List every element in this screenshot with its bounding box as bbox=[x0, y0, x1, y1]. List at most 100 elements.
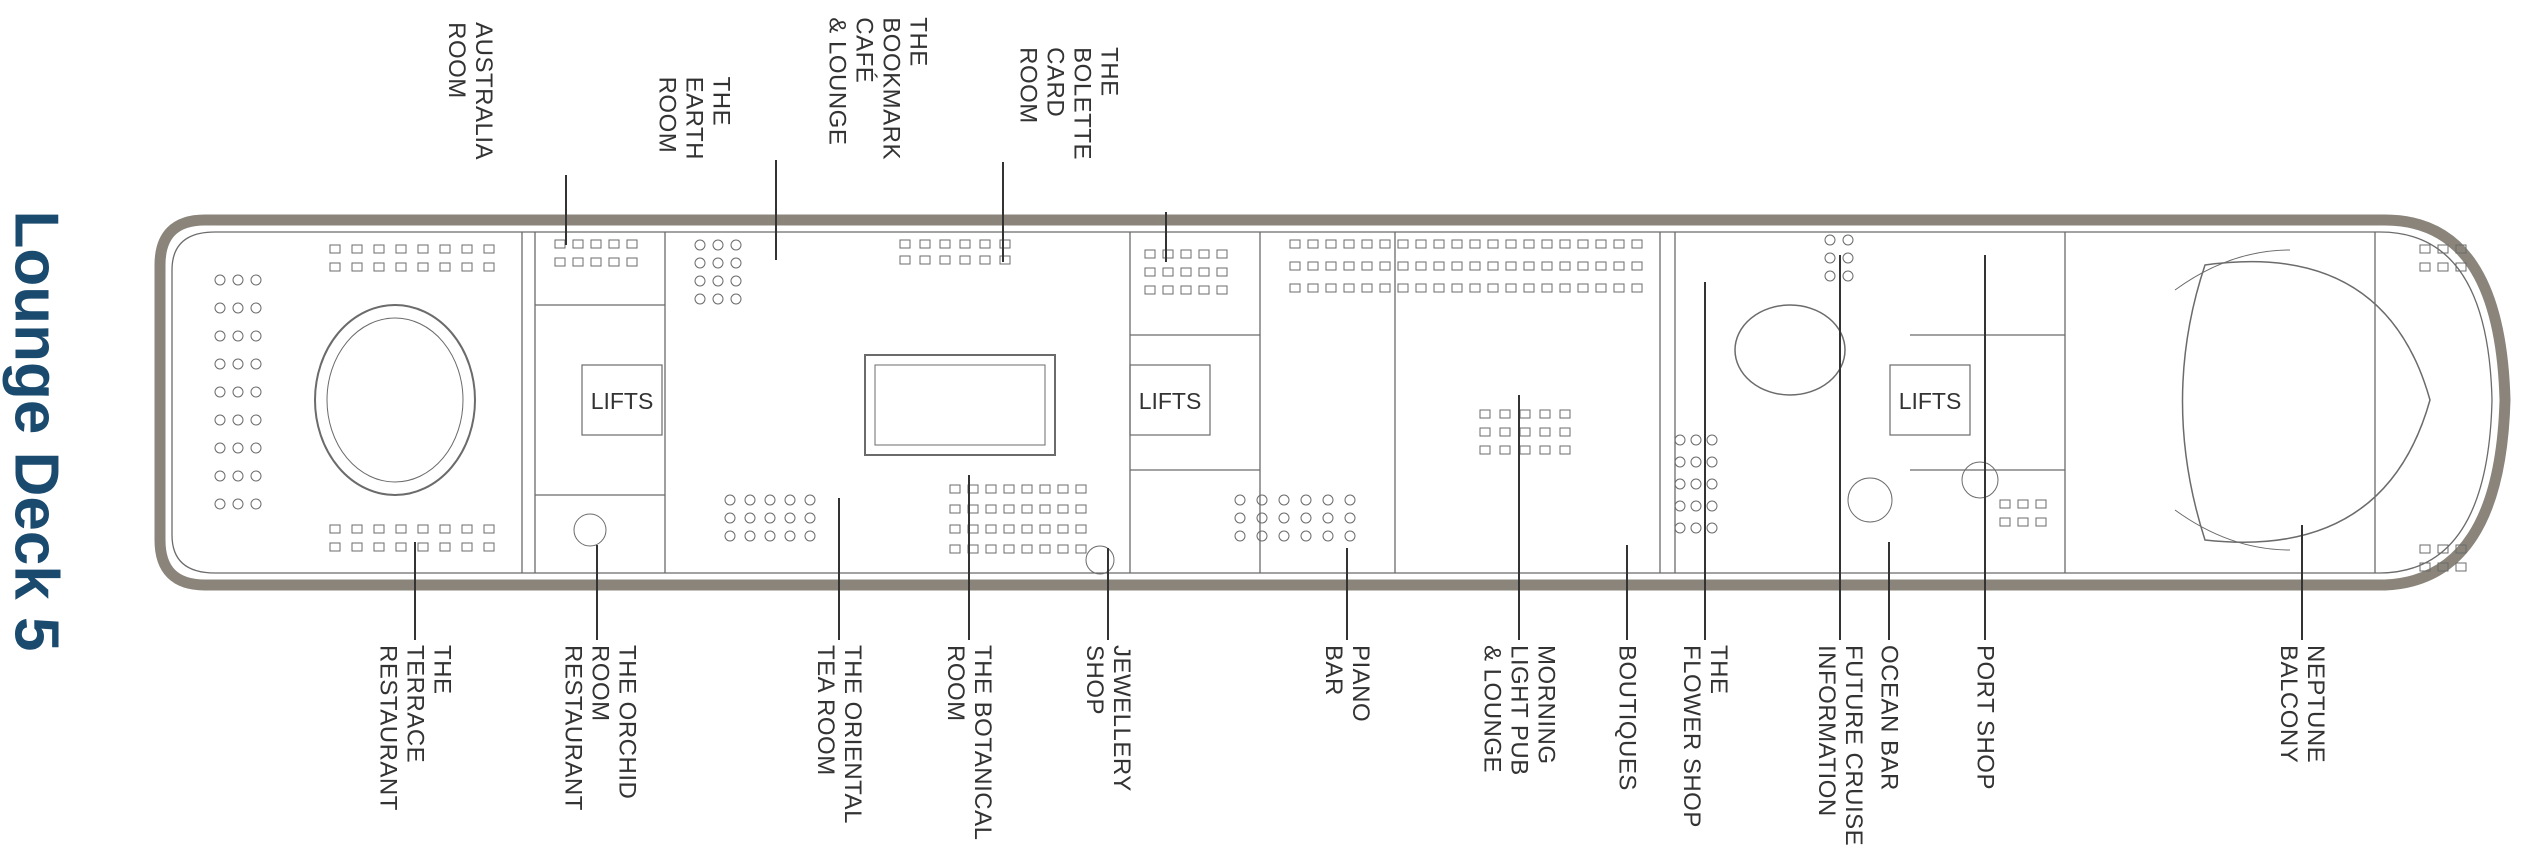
table bbox=[1289, 261, 1301, 271]
lifts-aft: LIFTS bbox=[1889, 364, 1971, 436]
label-boutiques-text: BOUTIQUES bbox=[1613, 645, 1641, 791]
table bbox=[1451, 239, 1463, 249]
table bbox=[1842, 270, 1854, 282]
table bbox=[1144, 267, 1156, 277]
table bbox=[1706, 522, 1718, 534]
table bbox=[724, 512, 736, 524]
table bbox=[1180, 285, 1192, 295]
table bbox=[1559, 409, 1571, 419]
table bbox=[214, 330, 226, 342]
table bbox=[439, 542, 451, 552]
table bbox=[1075, 544, 1087, 554]
table bbox=[694, 239, 706, 251]
table bbox=[899, 255, 911, 265]
table bbox=[1003, 504, 1015, 514]
table bbox=[1842, 252, 1854, 264]
table bbox=[214, 442, 226, 454]
table bbox=[250, 274, 262, 286]
table bbox=[2419, 562, 2431, 572]
table bbox=[1577, 239, 1589, 249]
table bbox=[1039, 504, 1051, 514]
table bbox=[2455, 562, 2467, 572]
table bbox=[1144, 249, 1156, 259]
table bbox=[2437, 262, 2449, 272]
table bbox=[1523, 239, 1535, 249]
table bbox=[250, 330, 262, 342]
table bbox=[939, 239, 951, 249]
table bbox=[250, 470, 262, 482]
table bbox=[461, 244, 473, 254]
table bbox=[1322, 512, 1334, 524]
table bbox=[626, 239, 638, 249]
table bbox=[1613, 239, 1625, 249]
table bbox=[1559, 445, 1571, 455]
hull-outline bbox=[154, 214, 2511, 591]
table bbox=[1325, 239, 1337, 249]
table bbox=[1039, 484, 1051, 494]
terrace-oval bbox=[314, 304, 476, 496]
lifts-mid: LIFTS bbox=[1129, 364, 1211, 436]
neptune-theatre bbox=[2181, 260, 2431, 543]
table bbox=[1487, 261, 1499, 271]
table bbox=[214, 274, 226, 286]
table bbox=[626, 257, 638, 267]
table bbox=[1577, 261, 1589, 271]
table bbox=[1674, 456, 1686, 468]
table bbox=[250, 442, 262, 454]
table bbox=[1706, 456, 1718, 468]
table bbox=[985, 544, 997, 554]
table bbox=[214, 386, 226, 398]
table bbox=[1180, 249, 1192, 259]
table bbox=[417, 542, 429, 552]
table bbox=[373, 262, 385, 272]
atrium-well bbox=[864, 354, 1056, 456]
table bbox=[1690, 500, 1702, 512]
table bbox=[1505, 261, 1517, 271]
hull-inner bbox=[171, 231, 2493, 574]
table bbox=[2035, 517, 2047, 527]
table bbox=[979, 239, 991, 249]
table bbox=[1057, 544, 1069, 554]
table bbox=[1198, 285, 1210, 295]
table bbox=[1415, 239, 1427, 249]
table bbox=[329, 524, 341, 534]
table bbox=[724, 494, 736, 506]
table bbox=[999, 255, 1011, 265]
table bbox=[1057, 484, 1069, 494]
table bbox=[2035, 499, 2047, 509]
table bbox=[1379, 239, 1391, 249]
table bbox=[1961, 461, 1999, 499]
table bbox=[1690, 434, 1702, 446]
table bbox=[999, 239, 1011, 249]
table bbox=[417, 244, 429, 254]
table bbox=[1539, 427, 1551, 437]
room-dividers bbox=[521, 232, 2376, 573]
table bbox=[1613, 283, 1625, 293]
table bbox=[1842, 234, 1854, 246]
label-future-cruise-information-text: FUTURE CRUISE INFORMATION bbox=[1813, 645, 1867, 847]
table bbox=[1415, 261, 1427, 271]
table bbox=[1577, 283, 1589, 293]
table bbox=[1344, 512, 1356, 524]
table bbox=[1559, 427, 1571, 437]
table bbox=[214, 498, 226, 510]
table bbox=[959, 239, 971, 249]
table bbox=[764, 512, 776, 524]
table bbox=[1216, 267, 1228, 277]
table bbox=[985, 524, 997, 534]
table bbox=[1451, 261, 1463, 271]
table bbox=[1433, 261, 1445, 271]
table bbox=[1523, 283, 1535, 293]
table bbox=[764, 494, 776, 506]
table bbox=[214, 470, 226, 482]
table bbox=[764, 530, 776, 542]
table bbox=[1499, 409, 1511, 419]
table bbox=[1198, 267, 1210, 277]
table bbox=[1433, 239, 1445, 249]
table bbox=[730, 275, 742, 287]
table bbox=[1674, 434, 1686, 446]
table bbox=[919, 255, 931, 265]
table bbox=[1344, 494, 1356, 506]
table bbox=[694, 293, 706, 305]
